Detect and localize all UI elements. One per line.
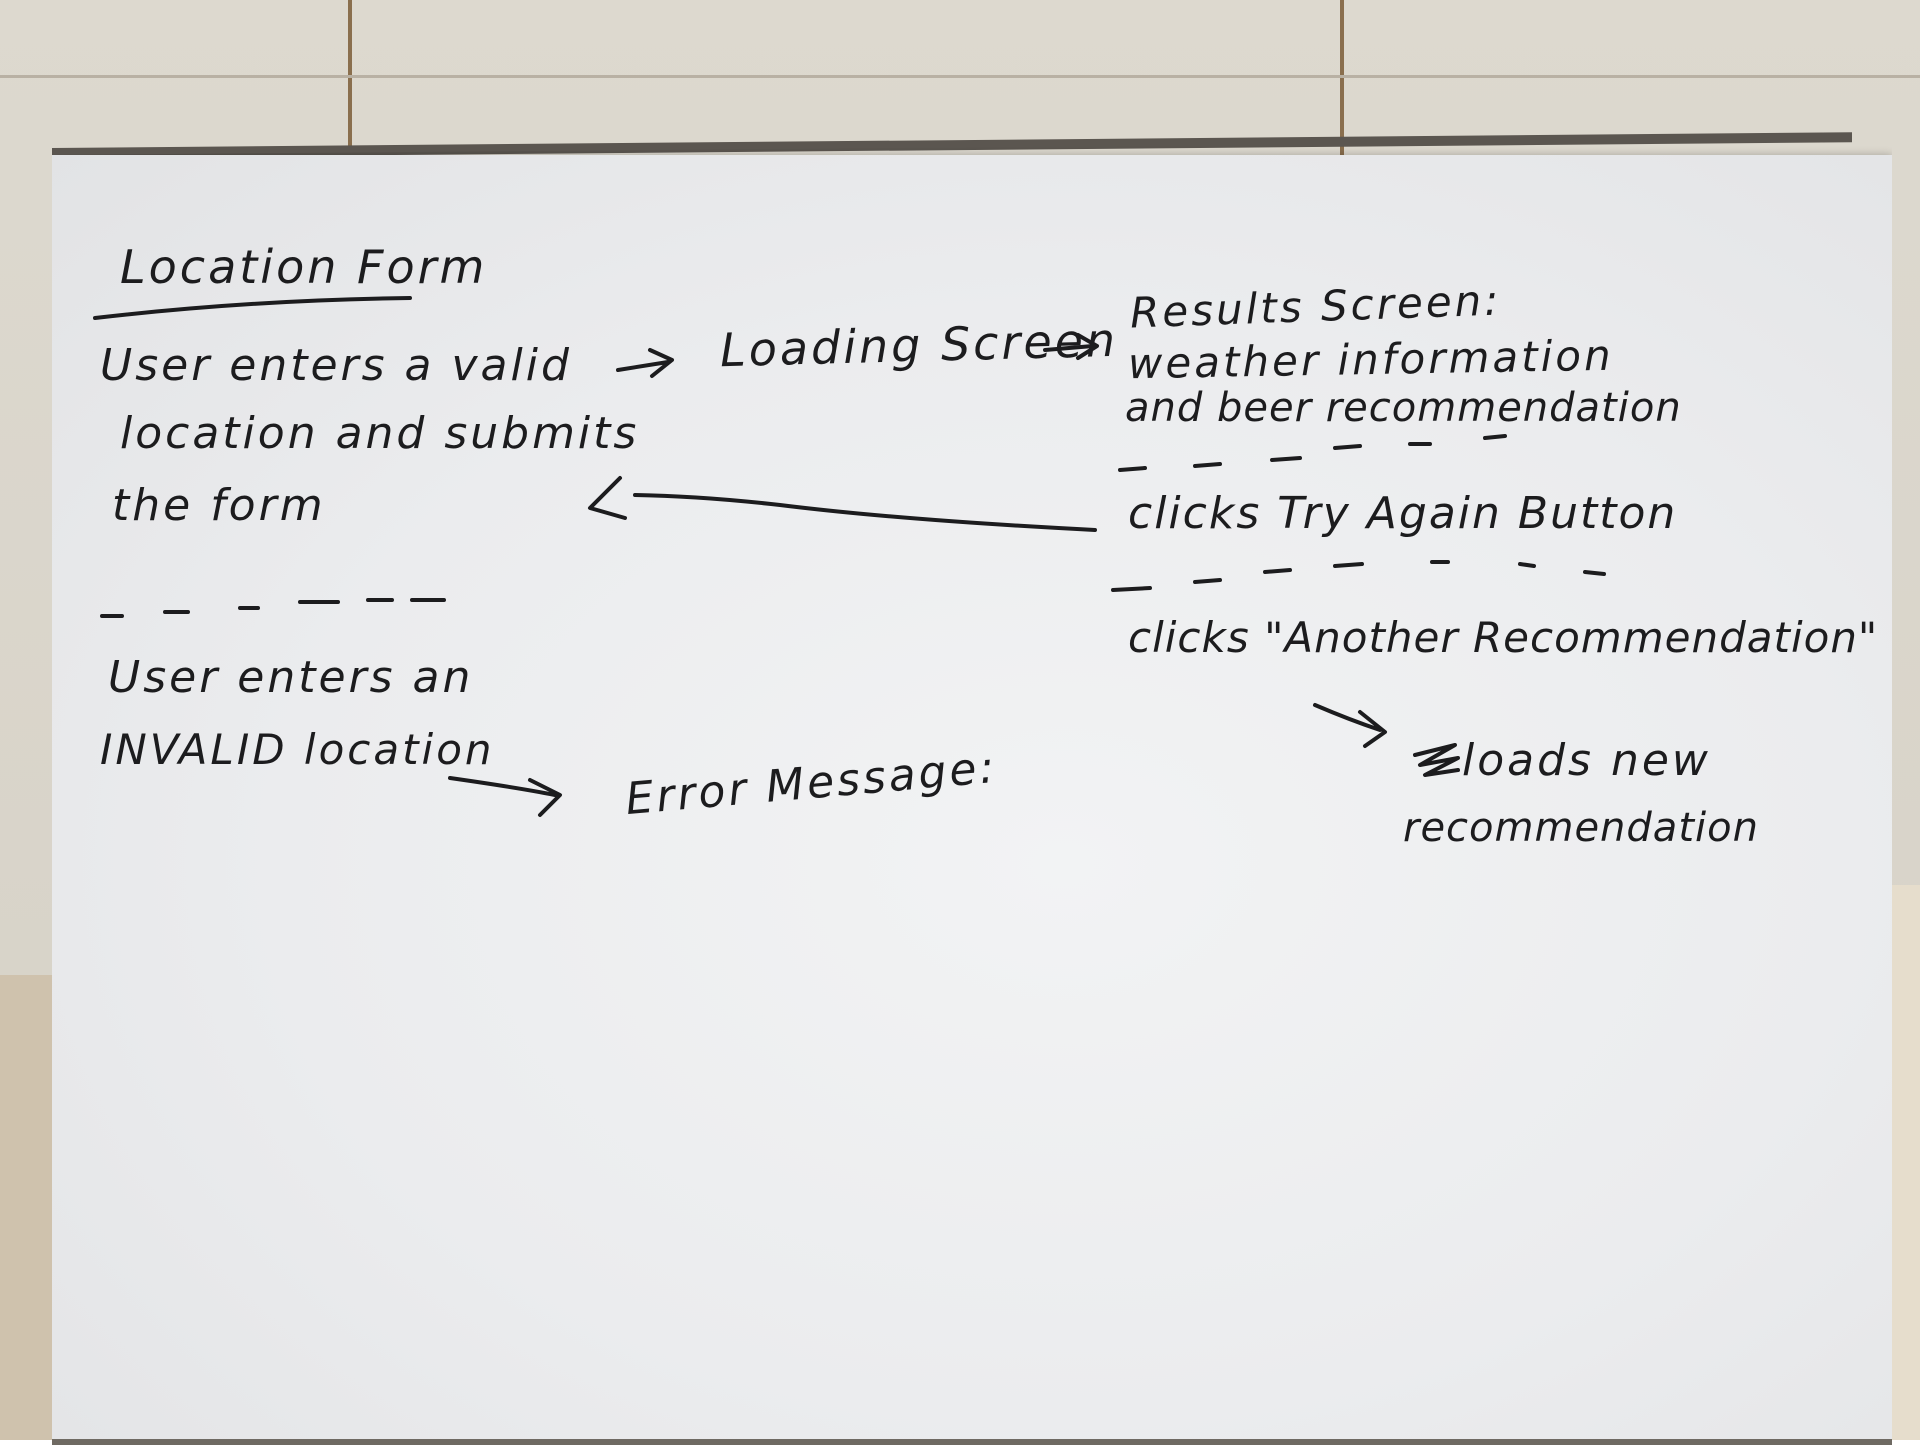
results-line-2: weather information (1127, 330, 1615, 389)
invalid-line-1: User enters an (108, 652, 474, 703)
arrow-to-results (1043, 333, 1099, 360)
separator-dash (1111, 560, 1606, 592)
another-recommendation-label: clicks "Another Recommendation" (1128, 613, 1879, 662)
page-title: Location Form (120, 240, 488, 294)
invalid-line-2: INVALID location (100, 725, 495, 774)
arrow-to-loading (616, 348, 674, 378)
title-underline (93, 296, 412, 320)
tile-seam (348, 0, 352, 160)
loads-line-1: loads new (1462, 735, 1711, 786)
results-line-3: and beer recommendation (1125, 385, 1682, 431)
scribble (1413, 743, 1460, 777)
arrow-to-error (448, 776, 562, 817)
whiteboard (52, 155, 1892, 1445)
tile-seam (0, 75, 1920, 78)
try-again-label: clicks Try Again Button (1128, 488, 1678, 539)
arrow-to-loads (1313, 703, 1387, 748)
separator-dash (1118, 434, 1507, 472)
arrow-try-again (588, 476, 1097, 532)
separator-dash (100, 598, 446, 618)
loading-screen-label: Loading Screen (719, 312, 1119, 378)
valid-line-2: location and submits (120, 408, 640, 459)
tile-seam (1340, 0, 1344, 160)
valid-line-1: User enters a valid (100, 340, 572, 391)
valid-line-3: the form (112, 480, 326, 531)
cardboard-left (0, 975, 60, 1440)
loads-line-2: recommendation (1403, 805, 1759, 851)
